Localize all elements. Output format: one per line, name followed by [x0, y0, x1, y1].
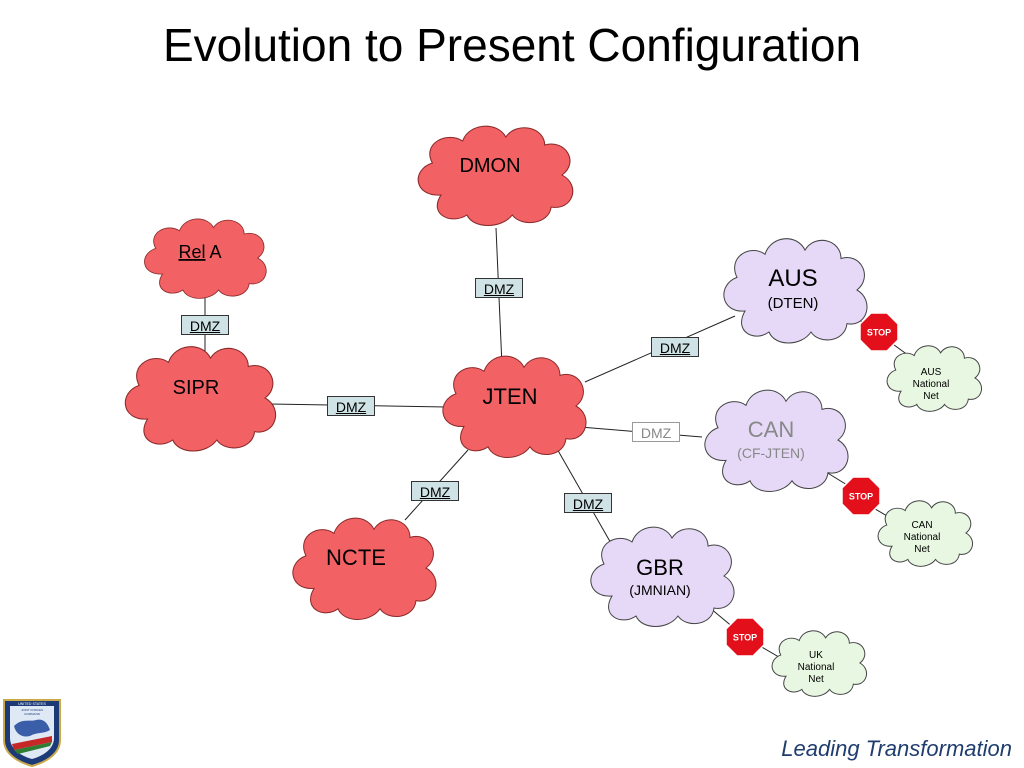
can-label: CAN — [748, 417, 794, 442]
ncte-label: NCTE — [326, 545, 386, 570]
aus-national-line-2: National — [913, 379, 950, 390]
aus-label: AUS — [768, 265, 817, 292]
can-sublabel: (CF-JTEN) — [737, 445, 805, 461]
stop-sign-can-label: STOP — [849, 492, 873, 502]
stop-sign-aus-label: STOP — [867, 328, 891, 338]
sipr-label: SIPR — [173, 377, 220, 399]
jten-label: JTEN — [483, 384, 538, 409]
tagline: Leading Transformation — [781, 736, 1012, 761]
dmz-dmon: DMZ — [475, 278, 523, 298]
uk-national-line-2: National — [798, 662, 835, 673]
stop-sign-gbr-label: STOP — [733, 633, 757, 643]
svg-text:JOINT FORCES: JOINT FORCES — [21, 708, 43, 712]
slide-title: Evolution to Present Configuration — [162, 19, 862, 71]
aus-national-line-1: AUS — [921, 367, 942, 378]
dmon-label: DMON — [459, 155, 520, 177]
aus-sublabel: (DTEN) — [768, 295, 819, 312]
gbr-label: GBR — [636, 555, 684, 580]
us-joint-forces-command-emblem-icon: UNITED STATES JOINT FORCES COMMAND — [3, 699, 61, 768]
rel-a-label-underlined: Rel — [178, 242, 205, 262]
dmz-rel-a: DMZ — [181, 315, 229, 335]
can-national-line-2: National — [904, 532, 941, 543]
stop-sign-can: STOP — [841, 476, 881, 516]
dmz-sipr: DMZ — [327, 396, 375, 416]
aus-national-line-3: Net — [923, 391, 939, 402]
stop-sign-gbr: STOP — [725, 617, 765, 657]
uk-national-line-1: UK — [809, 650, 823, 661]
uk-national-line-3: Net — [808, 674, 824, 685]
dmz-aus: DMZ — [651, 337, 699, 357]
gbr-sublabel: (JMNIAN) — [629, 582, 690, 598]
dmz-gbr: DMZ — [564, 493, 612, 513]
dmz-ncte: DMZ — [411, 481, 459, 501]
dmz-can: DMZ — [632, 422, 680, 442]
rel-a-label: Rel A — [178, 242, 221, 262]
can-national-line-1: CAN — [911, 520, 932, 531]
svg-text:UNITED STATES: UNITED STATES — [18, 702, 46, 706]
rel-a-label-rest: A — [206, 242, 222, 262]
stop-sign-aus: STOP — [859, 312, 899, 352]
svg-text:COMMAND: COMMAND — [24, 712, 41, 716]
can-national-line-3: Net — [914, 544, 930, 555]
